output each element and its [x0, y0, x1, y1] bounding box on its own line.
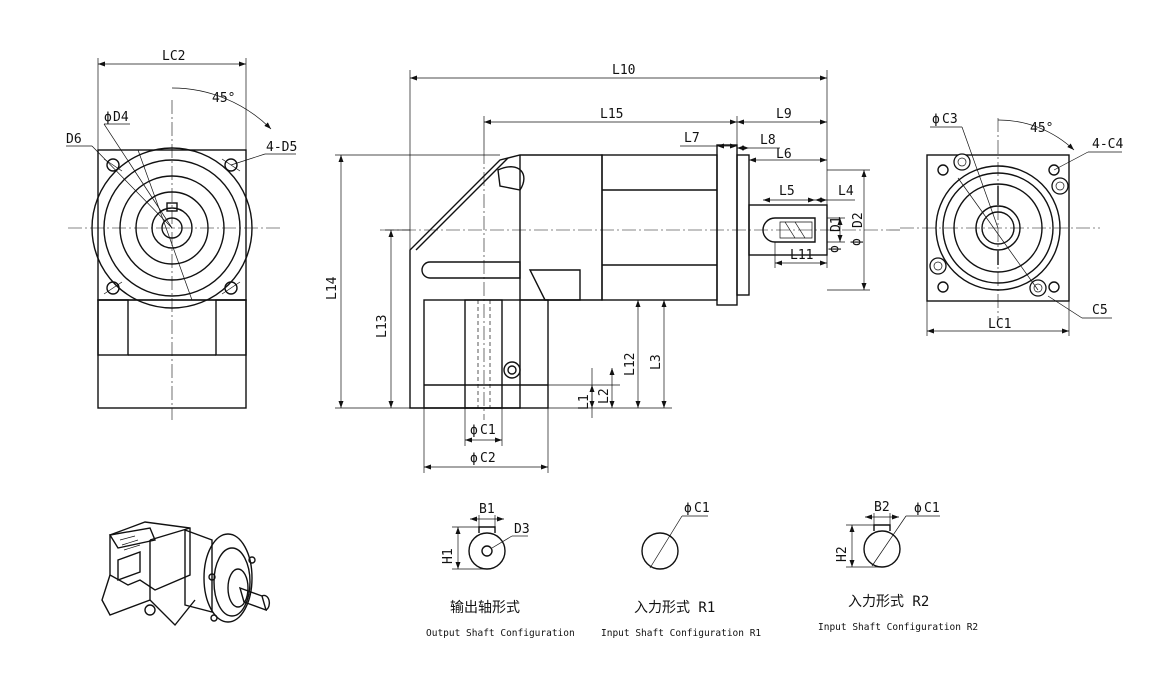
dim-l3: L3	[649, 354, 664, 370]
side-view: L10 L15 L9 L7 L8 L6 L5 L4 D1 ϕ D2 ϕ L11	[325, 63, 900, 473]
dim-c1-r1: C1	[694, 501, 710, 516]
left-end-view: LC2 45° ϕ D4 D6 4-D5	[66, 49, 297, 420]
dim-c1: C1	[480, 423, 496, 438]
dim-l10: L10	[612, 63, 635, 78]
dim-l8: L8	[760, 133, 776, 148]
caption-r1-cn: 入力形式 R1	[634, 600, 715, 616]
caption-r1-en: Input Shaft Configuration R1	[601, 628, 761, 639]
dim-l7: L7	[684, 131, 700, 146]
caption-r2-cn: 入力形式 R2	[848, 594, 929, 610]
dim-l2: L2	[597, 388, 612, 404]
dim-d4: D4	[113, 110, 129, 125]
dim-phi-c1-r2-symbol: ϕ	[914, 501, 922, 516]
dim-c2: C2	[480, 451, 496, 466]
dim-d1: D1	[829, 216, 844, 232]
dim-d2: D2	[851, 212, 866, 228]
caption-output-en: Output Shaft Configuration	[426, 628, 575, 639]
dim-b1: B1	[479, 502, 495, 517]
dim-l1: L1	[577, 394, 592, 410]
dim-c3: C3	[942, 112, 958, 127]
angle-45-right: 45°	[1030, 121, 1053, 136]
dim-phi-d1-symbol: ϕ	[827, 245, 842, 253]
dim-4-c4: 4-C4	[1092, 137, 1123, 152]
caption-output-cn: 输出轴形式	[450, 600, 520, 616]
dim-l4: L4	[838, 184, 854, 199]
dim-l12: L12	[623, 353, 638, 376]
caption-r2-en: Input Shaft Configuration R2	[818, 622, 978, 633]
dim-4-d5: 4-D5	[266, 140, 297, 155]
dim-l6: L6	[776, 147, 792, 162]
dim-c1-r2: C1	[924, 501, 940, 516]
dim-d6: D6	[66, 132, 82, 147]
dim-l5: L5	[779, 184, 795, 199]
right-end-view: LC1 ϕ C3 45° 4-C4 C5	[900, 112, 1123, 336]
isometric-view	[101, 521, 271, 627]
dim-l14: L14	[325, 276, 340, 300]
angle-45-left: 45°	[212, 91, 235, 106]
input-r2-detail: B2 ϕ C1 H2 入力形式 R2 Input Shaft Configura…	[818, 500, 978, 633]
dim-phi-c2-symbol: ϕ	[470, 451, 478, 466]
dim-l9: L9	[776, 107, 792, 122]
dim-l15: L15	[600, 107, 623, 122]
dim-h1: H1	[441, 548, 456, 564]
dim-d3: D3	[514, 522, 530, 537]
input-r1-detail: ϕ C1 入力形式 R1 Input Shaft Configuration R…	[601, 501, 761, 639]
dim-lc2: LC2	[162, 49, 185, 64]
mount-holes	[106, 158, 238, 295]
dim-phi-d2-symbol: ϕ	[849, 238, 864, 246]
dim-phi-c1-symbol: ϕ	[470, 423, 478, 438]
dim-phi-c3-symbol: ϕ	[932, 112, 940, 127]
dim-l13: L13	[375, 315, 390, 338]
dim-lc1: LC1	[988, 317, 1011, 332]
dim-b2: B2	[874, 500, 890, 515]
dim-l11: L11	[790, 248, 813, 263]
dim-h2: H2	[835, 546, 850, 562]
screw-heads	[929, 153, 1069, 297]
dim-c5: C5	[1092, 303, 1108, 318]
dim-phi-c1-r1-symbol: ϕ	[684, 501, 692, 516]
output-shaft-detail: B1 D3 H1 输出轴形式 Output Shaft Configuratio…	[426, 502, 575, 639]
corner-holes	[937, 164, 1060, 293]
dim-phi-d4-symbol: ϕ	[104, 110, 112, 125]
